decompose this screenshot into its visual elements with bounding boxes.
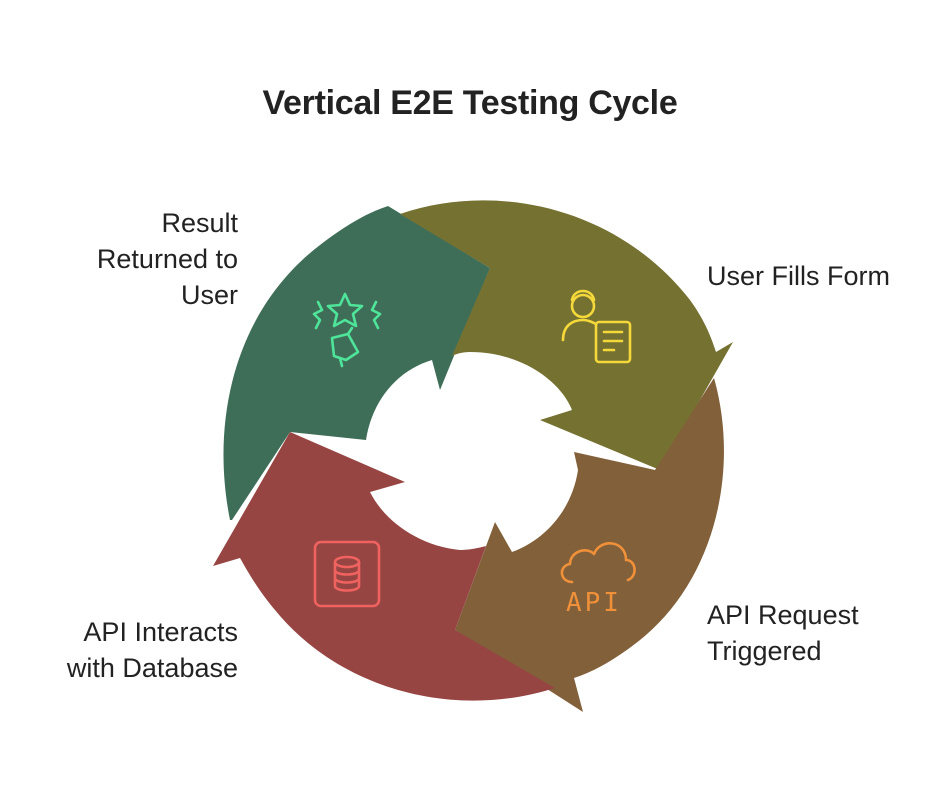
- cycle-segment-user-fills-form: [400, 200, 733, 471]
- database-icon: [313, 540, 381, 608]
- cycle-segment-api-request: [455, 378, 724, 712]
- cloud-api-icon: API: [560, 542, 636, 618]
- step-label-line: Triggered: [707, 636, 822, 666]
- cloud-api-text: API: [566, 588, 622, 618]
- diagram-title: Vertical E2E Testing Cycle: [262, 84, 678, 122]
- step-label-user-fills-form: User Fills Form: [707, 258, 927, 294]
- step-label-line: API Interacts: [83, 617, 238, 647]
- step-label-line: with Database: [66, 653, 238, 683]
- step-label-api-database: API Interacts with Database: [20, 614, 238, 686]
- step-label-line: User: [180, 280, 238, 310]
- cycle-segment-api-database: [213, 432, 555, 701]
- user-form-icon: [561, 289, 632, 364]
- step-label-line: Result: [161, 208, 238, 238]
- step-label-api-request: API Request Triggered: [707, 597, 927, 669]
- step-label-result-returned: Result Returned to User: [40, 205, 238, 313]
- step-label-line: User Fills Form: [707, 261, 890, 291]
- step-label-line: API Request: [707, 600, 859, 630]
- step-label-line: Returned to: [96, 244, 238, 274]
- cycle-segment-result: [223, 192, 490, 520]
- stars-feedback-icon: [312, 292, 382, 368]
